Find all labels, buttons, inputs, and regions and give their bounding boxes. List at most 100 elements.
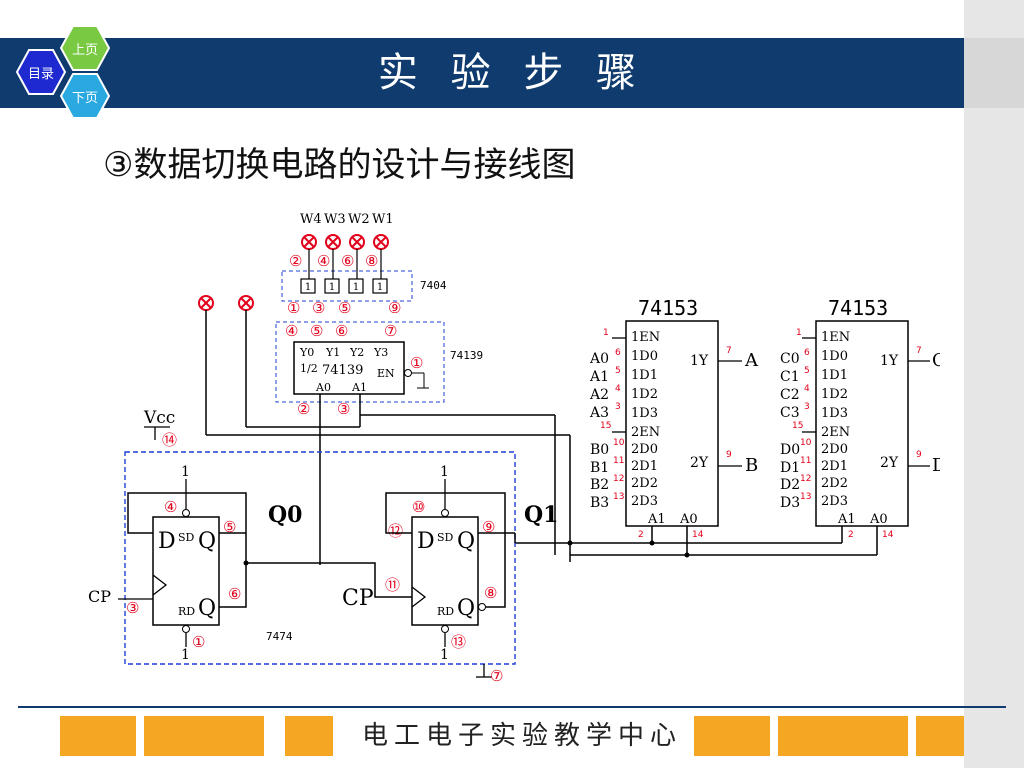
pin-number: ⑥	[341, 252, 354, 270]
svg-text:A: A	[744, 350, 759, 371]
footer-block	[285, 716, 333, 756]
svg-text:Y3: Y3	[373, 346, 388, 359]
pin-number: ④	[285, 322, 298, 340]
lamp-icon	[238, 295, 254, 311]
svg-text:11: 11	[613, 456, 624, 466]
chip-label-74153-a: 74153	[638, 296, 698, 320]
pin-number: ④	[317, 252, 330, 270]
svg-text:2D0: 2D0	[631, 442, 658, 457]
svg-text:RD: RD	[437, 605, 454, 618]
svg-text:10: 10	[613, 438, 625, 448]
svg-text:15: 15	[792, 421, 803, 431]
svg-text:1: 1	[329, 282, 335, 293]
cp-right-label: CP	[342, 586, 374, 611]
svg-text:1D1: 1D1	[821, 368, 848, 383]
switch-labels: W4 W3 W2 W1	[300, 212, 394, 227]
pins-153a-left: 1EN 1D0 1D1 1D2 1D3 2EN 2D0 2D1 2D2 2D3	[631, 330, 660, 509]
svg-text:4: 4	[615, 384, 621, 394]
pin-number: ⑦	[490, 667, 503, 685]
svg-text:①: ①	[192, 633, 205, 651]
svg-text:12: 12	[800, 474, 811, 484]
svg-text:2Y: 2Y	[690, 455, 709, 471]
hexagon-icon	[60, 73, 110, 119]
svg-text:2D3: 2D3	[631, 494, 658, 509]
svg-text:RD: RD	[178, 605, 195, 618]
svg-text:④: ④	[164, 498, 177, 516]
svg-text:③: ③	[126, 599, 139, 617]
svg-text:1: 1	[181, 647, 190, 663]
svg-text:Q: Q	[198, 529, 216, 554]
svg-text:2D1: 2D1	[821, 459, 848, 474]
svg-text:A0: A0	[869, 512, 888, 527]
svg-text:13: 13	[613, 492, 624, 502]
footer-block	[144, 716, 264, 756]
circled-pins-139-in: ④ ⑤ ⑥ ⑦	[285, 322, 397, 340]
svg-text:1D2: 1D2	[821, 387, 848, 402]
chip-label-7404: 7404	[420, 279, 447, 292]
svg-text:B3: B3	[590, 495, 609, 511]
svg-text:A1: A1	[837, 512, 856, 527]
footer-block	[60, 716, 136, 756]
next-page-button[interactable]: 下页	[60, 72, 110, 120]
circled-pins-7404-out: ① ③ ⑤ ⑨	[287, 299, 401, 317]
svg-text:Q: Q	[198, 596, 216, 621]
svg-text:2D2: 2D2	[821, 476, 848, 491]
svg-text:5: 5	[615, 366, 621, 376]
svg-text:B1: B1	[590, 460, 609, 476]
select-pins-153b: A1 A0	[837, 512, 888, 527]
svg-text:10: 10	[800, 438, 812, 448]
svg-text:⑬: ⑬	[451, 633, 466, 651]
svg-text:14: 14	[692, 530, 704, 540]
pin-number: ⑥	[335, 322, 348, 340]
svg-text:Y0: Y0	[299, 346, 314, 359]
svg-text:1: 1	[440, 647, 449, 663]
lamp-icon	[349, 234, 365, 250]
svg-text:74139: 74139	[322, 363, 363, 378]
prev-page-button[interactable]: 上页	[60, 24, 110, 72]
svg-text:⑧: ⑧	[484, 584, 497, 602]
chip-label-74139: 74139	[450, 349, 483, 362]
side-strip	[964, 0, 1024, 768]
svg-text:C2: C2	[780, 387, 800, 403]
svg-text:EN: EN	[377, 367, 395, 380]
svg-text:3: 3	[615, 402, 621, 412]
switch-label-w3: W3	[324, 212, 346, 227]
header-bar	[0, 38, 966, 108]
svg-text:1: 1	[440, 464, 449, 480]
svg-text:Y2: Y2	[349, 346, 364, 359]
svg-text:1D0: 1D0	[631, 349, 658, 364]
ff-right-set-reset: SD RD	[437, 531, 454, 618]
pins-74139: Y0 Y1 Y2 Y3 1/2 74139 EN A0 A1	[299, 346, 395, 394]
svg-text:Q: Q	[457, 529, 475, 554]
svg-text:Q: Q	[457, 596, 475, 621]
pins-153b-left: 1EN 1D0 1D1 1D2 1D3 2EN 2D0 2D1 2D2 2D3	[821, 330, 850, 509]
svg-text:1D0: 1D0	[821, 349, 848, 364]
pin-number: ⑦	[384, 322, 397, 340]
svg-text:2EN: 2EN	[631, 425, 660, 440]
svg-text:1: 1	[603, 328, 609, 338]
lamp-icon	[301, 234, 317, 250]
svg-text:D: D	[158, 529, 176, 554]
circled-pins-139-sel: ② ③	[297, 400, 350, 418]
svg-text:13: 13	[800, 492, 811, 502]
svg-text:C1: C1	[780, 369, 800, 385]
svg-text:11: 11	[800, 456, 811, 466]
svg-text:1/2: 1/2	[300, 362, 318, 375]
svg-text:7: 7	[916, 346, 922, 356]
pin-number: ②	[289, 252, 302, 270]
svg-text:C0: C0	[780, 351, 800, 367]
vcc-label: Vcc	[143, 408, 175, 428]
svg-text:2: 2	[848, 530, 854, 540]
svg-text:A3: A3	[589, 405, 609, 421]
contents-button[interactable]: 目录	[16, 48, 66, 96]
pin-number: ③	[312, 299, 325, 317]
svg-text:B0: B0	[590, 442, 609, 458]
pin-number: ①	[287, 299, 300, 317]
cp-left-label: CP	[88, 587, 111, 606]
svg-text:9: 9	[916, 450, 922, 460]
svg-text:1: 1	[305, 282, 311, 293]
svg-text:1: 1	[796, 328, 802, 338]
svg-text:2D2: 2D2	[631, 476, 658, 491]
lamp-icon	[373, 234, 389, 250]
